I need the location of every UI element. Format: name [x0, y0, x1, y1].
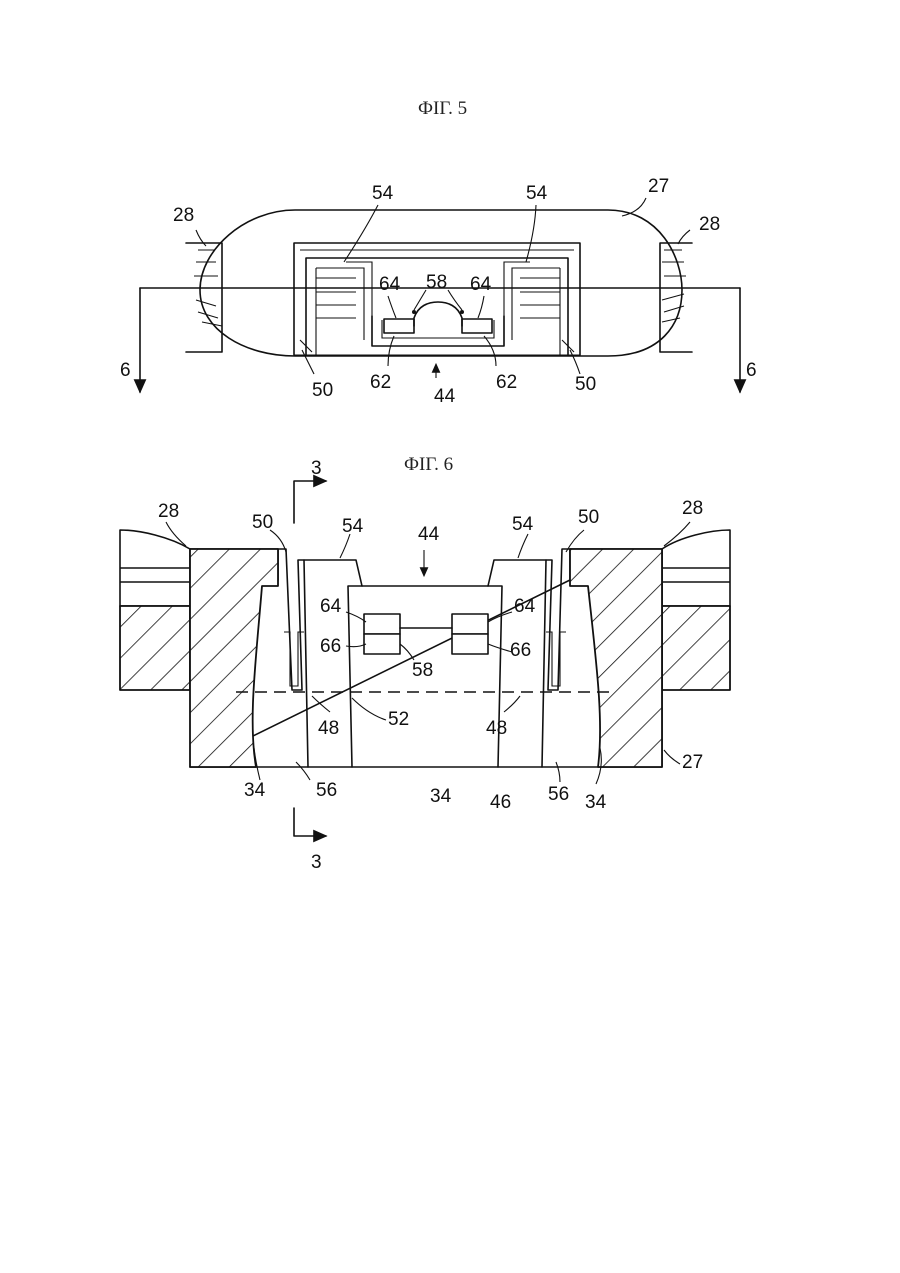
fig6-label-64-right: 64 — [514, 596, 536, 617]
fig5-label-62-left: 62 — [370, 372, 391, 393]
fig6-left-wall — [190, 549, 278, 767]
fig6-label-64-left: 64 — [320, 596, 342, 617]
fig6-label-27: 27 — [682, 752, 703, 773]
fig6-right-tab — [662, 530, 730, 606]
figure-5: ФIГ. 5 — [120, 98, 757, 407]
fig6-label-28-left: 28 — [158, 501, 179, 522]
fig6-label-52: 52 — [388, 709, 409, 730]
fig6-left-beam — [278, 549, 308, 767]
fig6-label-46: 46 — [490, 792, 511, 813]
fig6-right-wall — [570, 549, 662, 767]
fig5-label-64-left: 64 — [379, 274, 401, 295]
fig6-left-tab — [120, 530, 190, 606]
figure-6-title: ФIГ. 6 — [404, 454, 453, 475]
fig6-label-66-left: 66 — [320, 636, 341, 657]
fig5-label-44: 44 — [434, 386, 456, 407]
fig6-label-48-left: 48 — [318, 718, 339, 739]
fig6-label-66-right: 66 — [510, 640, 531, 661]
fig6-label-34-center: 34 — [430, 786, 452, 807]
fig6-pad-64-right — [452, 614, 488, 634]
fig5-label-50-right: 50 — [575, 374, 596, 395]
fig6-pad-64-left — [364, 614, 400, 634]
fig5-label-54-left: 54 — [372, 183, 394, 204]
fig6-pad-66-left — [364, 634, 400, 654]
fig5-label-50-left: 50 — [312, 380, 333, 401]
fig5-label-6-right: 6 — [746, 360, 757, 381]
fig5-label-62-right: 62 — [496, 372, 517, 393]
fig6-label-3-top: 3 — [311, 458, 322, 479]
fig5-label-54-right: 54 — [526, 183, 548, 204]
fig5-label-28-left: 28 — [173, 205, 194, 226]
fig6-label-34-left: 34 — [244, 780, 266, 801]
fig6-label-50-right: 50 — [578, 507, 599, 528]
fig6-label-48-right: 48 — [486, 718, 507, 739]
fig5-label-58: 58 — [426, 272, 447, 293]
fig6-label-34-right: 34 — [585, 792, 607, 813]
fig5-label-27: 27 — [648, 176, 669, 197]
fig6-label-58: 58 — [412, 660, 433, 681]
fig5-cavity — [294, 243, 580, 355]
fig6-label-54-right: 54 — [512, 514, 534, 535]
fig6-pad-66-right — [452, 634, 488, 654]
fig5-label-6-left: 6 — [120, 360, 131, 381]
fig6-label-56-right: 56 — [548, 784, 569, 805]
fig6-label-50-left: 50 — [252, 512, 273, 533]
figure-6: ФIГ. 6 — [120, 454, 730, 873]
fig6-label-28-right: 28 — [682, 498, 703, 519]
fig5-label-64-right: 64 — [470, 274, 492, 295]
fig5-left-tab — [186, 243, 222, 352]
fig6-label-44: 44 — [418, 524, 440, 545]
fig6-label-3-bottom: 3 — [311, 852, 322, 873]
fig5-label-28-right: 28 — [699, 214, 720, 235]
figure-5-title: ФIГ. 5 — [418, 98, 467, 119]
fig6-label-56-left: 56 — [316, 780, 337, 801]
fig6-label-54-left: 54 — [342, 516, 364, 537]
